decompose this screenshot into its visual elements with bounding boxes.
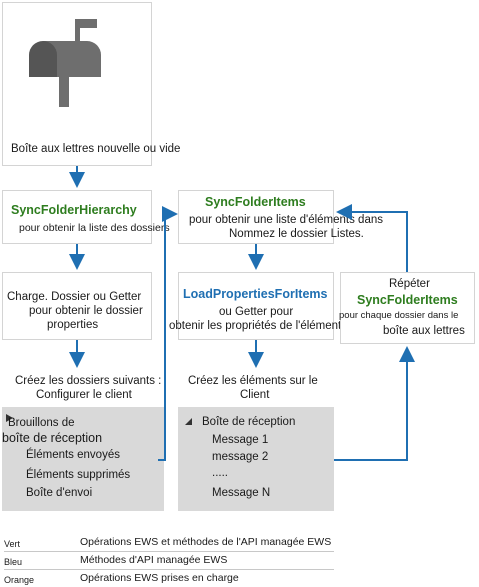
load-items-line2: obtenir les propriétés de l'élément bbox=[169, 320, 342, 332]
load-items-box: LoadPropertiesForItems ou Getter pour ob… bbox=[169, 272, 341, 340]
sync-items-box: SyncFolderItems pour obtenir une liste d… bbox=[178, 190, 383, 244]
create-items-line1: Créez les éléments sur le bbox=[188, 375, 318, 387]
arrow-folders-to-sync-items bbox=[158, 206, 178, 461]
repeat-line2: pour chaque dossier dans le bbox=[339, 310, 459, 321]
sync-hierarchy-desc: pour obtenir la liste des dossiers bbox=[19, 222, 170, 234]
item-collapse-icon bbox=[185, 418, 192, 425]
item-list-item-2: message 2 bbox=[212, 451, 269, 463]
item-list-panel: Boîte de réception Message 1 message 2 .… bbox=[178, 407, 334, 511]
item-list-root: Boîte de réception bbox=[202, 416, 296, 428]
load-items-line1: ou Getter pour bbox=[219, 306, 294, 318]
mailbox-icon bbox=[29, 19, 101, 107]
create-folders-line2: Configurer le client bbox=[36, 389, 132, 401]
sync-items-title: SyncFolderItems bbox=[205, 195, 306, 209]
legend-divider-2 bbox=[4, 569, 334, 570]
folder-list-panel: Brouillons de boîte de réception Élément… bbox=[2, 407, 164, 511]
create-items-line2: Client bbox=[240, 389, 270, 401]
load-items-title: LoadPropertiesForItems bbox=[183, 287, 328, 301]
legend-value-blue: Méthodes d'API managée EWS bbox=[80, 554, 228, 566]
load-folders-line3: properties bbox=[47, 319, 99, 331]
repeat-title: SyncFolderItems bbox=[357, 293, 458, 307]
legend-key-orange: Orange bbox=[4, 575, 35, 585]
folder-list-item-1: Éléments envoyés bbox=[26, 449, 120, 461]
folder-expand-icon bbox=[6, 414, 13, 422]
create-items-box: Créez les éléments sur le Client bbox=[178, 370, 334, 408]
folder-list-root2: boîte de réception bbox=[2, 431, 103, 445]
sync-items-line1: pour obtenir une liste d'éléments dans bbox=[189, 214, 383, 226]
repeat-line3: boîte aux lettres bbox=[383, 325, 465, 337]
legend-divider-1 bbox=[4, 551, 334, 552]
repeat-line1: Répéter bbox=[389, 278, 430, 290]
legend-key-green: Vert bbox=[4, 539, 21, 549]
arrow-items-to-repeat bbox=[334, 346, 415, 461]
legend-value-orange: Opérations EWS prises en charge bbox=[80, 572, 239, 584]
create-folders-line1: Créez les dossiers suivants : bbox=[15, 375, 162, 387]
folder-list-item-2: Éléments supprimés bbox=[26, 469, 131, 481]
load-folders-box: Charge. Dossier ou Getter pour obtenir l… bbox=[2, 272, 152, 340]
folder-list-root: Brouillons de bbox=[8, 417, 75, 429]
item-list-item-3: ..... bbox=[212, 467, 228, 479]
item-list-item-1: Message 1 bbox=[212, 434, 269, 446]
start-label: Boîte aux lettres nouvelle ou vide bbox=[11, 143, 181, 155]
start-box: Boîte aux lettres nouvelle ou vide bbox=[2, 2, 180, 166]
create-folders-box: Créez les dossiers suivants : Configurer… bbox=[2, 370, 164, 408]
load-folders-line1: Charge. Dossier ou Getter bbox=[7, 291, 142, 303]
item-list-item-4: Message N bbox=[212, 487, 271, 499]
sync-hierarchy-box: SyncFolderHierarchy pour obtenir la list… bbox=[2, 190, 170, 244]
arrow-repeat-to-sync bbox=[336, 204, 408, 272]
folder-list-item-3: Boîte d'envoi bbox=[26, 487, 93, 499]
sync-items-line2: Nommez le dossier Listes. bbox=[229, 228, 364, 240]
legend-key-blue: Bleu bbox=[4, 557, 23, 567]
sync-hierarchy-title: SyncFolderHierarchy bbox=[11, 203, 137, 217]
legend-value-green: Opérations EWS et méthodes de l'API mana… bbox=[80, 536, 332, 548]
repeat-box: Répéter SyncFolderItems pour chaque doss… bbox=[339, 272, 475, 344]
load-folders-line2: pour obtenir le dossier bbox=[29, 305, 143, 317]
